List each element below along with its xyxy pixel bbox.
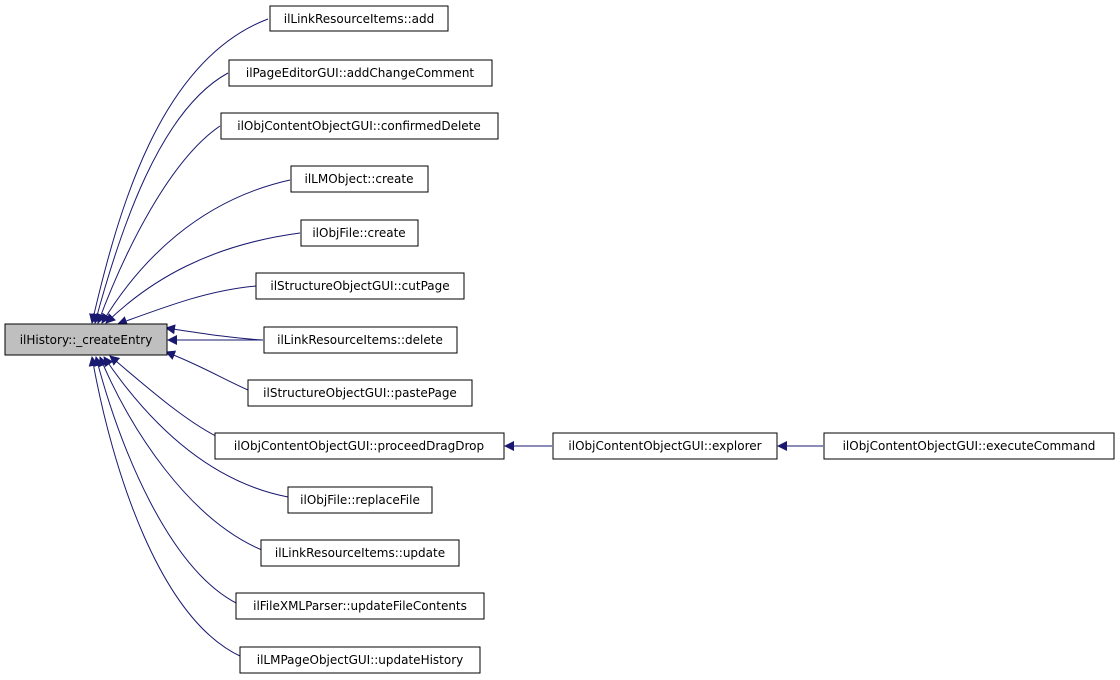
node-label: ilFileXMLParser::updateFileContents: [253, 599, 467, 613]
node-root-label: ilHistory::_createEntry: [20, 333, 153, 347]
edge-add: [89, 18, 269, 324]
edge-cutPage: [117, 285, 257, 326]
node-cutPage[interactable]: ilStructureObjectGUI::cutPage: [255, 272, 465, 300]
edge-proceedDragDrop: [109, 355, 225, 441]
node-label: ilLinkResourceItems::delete: [277, 333, 443, 347]
node-label: ilLMPageObjectGUI::updateHistory: [257, 653, 464, 667]
edge-replaceFile: [103, 356, 289, 498]
node-replaceFile[interactable]: ilObjFile::replaceFile: [287, 486, 433, 514]
nodes-layer: ilHistory::_createEntry ilLinkResourceIt…: [4, 5, 1115, 674]
edge-pastePage-2: [165, 350, 249, 391]
node-pastePage[interactable]: ilStructureObjectGUI::pastePage: [247, 379, 473, 407]
edge-update: [98, 356, 263, 551]
node-label: ilPageEditorGUI::addChangeComment: [246, 66, 475, 80]
node-proceedDragDrop[interactable]: ilObjContentObjectGUI::proceedDragDrop: [214, 432, 505, 460]
node-updateHistory[interactable]: ilLMPageObjectGUI::updateHistory: [239, 646, 481, 674]
edges-layer: [88, 18, 823, 658]
edge-updateFileContents: [93, 356, 239, 605]
edge-delete: [165, 324, 264, 341]
node-label: ilObjContentObjectGUI::confirmedDelete: [237, 119, 481, 133]
node-objfile-create[interactable]: ilObjFile::create: [300, 219, 419, 247]
node-label: ilObjContentObjectGUI::executeCommand: [843, 439, 1096, 453]
node-label: ilObjFile::create: [312, 226, 405, 240]
node-add[interactable]: ilLinkResourceItems::add: [269, 5, 449, 32]
edge-addChangeComment: [92, 72, 229, 324]
edge-confirmedDelete: [96, 125, 221, 324]
edge-lmobject-create: [101, 179, 291, 324]
node-explorer[interactable]: ilObjContentObjectGUI::explorer: [552, 432, 778, 460]
node-label: ilLinkResourceItems::update: [275, 546, 445, 560]
node-delete[interactable]: ilLinkResourceItems::delete: [263, 326, 458, 354]
node-label: ilObjContentObjectGUI::proceedDragDrop: [234, 439, 484, 453]
node-label: ilObjContentObjectGUI::explorer: [568, 439, 761, 453]
node-label: ilStructureObjectGUI::cutPage: [270, 279, 449, 293]
node-addChangeComment[interactable]: ilPageEditorGUI::addChangeComment: [228, 59, 493, 87]
node-root[interactable]: ilHistory::_createEntry: [4, 323, 168, 356]
node-confirmedDelete[interactable]: ilObjContentObjectGUI::confirmedDelete: [220, 112, 499, 140]
node-updateFileContents[interactable]: ilFileXMLParser::updateFileContents: [235, 592, 485, 620]
edge-objfile-create: [105, 232, 301, 324]
node-executeCommand[interactable]: ilObjContentObjectGUI::executeCommand: [823, 432, 1115, 460]
node-label: ilObjFile::replaceFile: [300, 493, 420, 507]
edge-updateHistory: [88, 356, 243, 658]
node-label: ilLMObject::create: [305, 172, 414, 186]
node-update[interactable]: ilLinkResourceItems::update: [260, 539, 460, 567]
node-lmobject-create[interactable]: ilLMObject::create: [290, 165, 429, 193]
node-label: ilStructureObjectGUI::pastePage: [263, 386, 457, 400]
node-label: ilLinkResourceItems::add: [284, 12, 435, 26]
